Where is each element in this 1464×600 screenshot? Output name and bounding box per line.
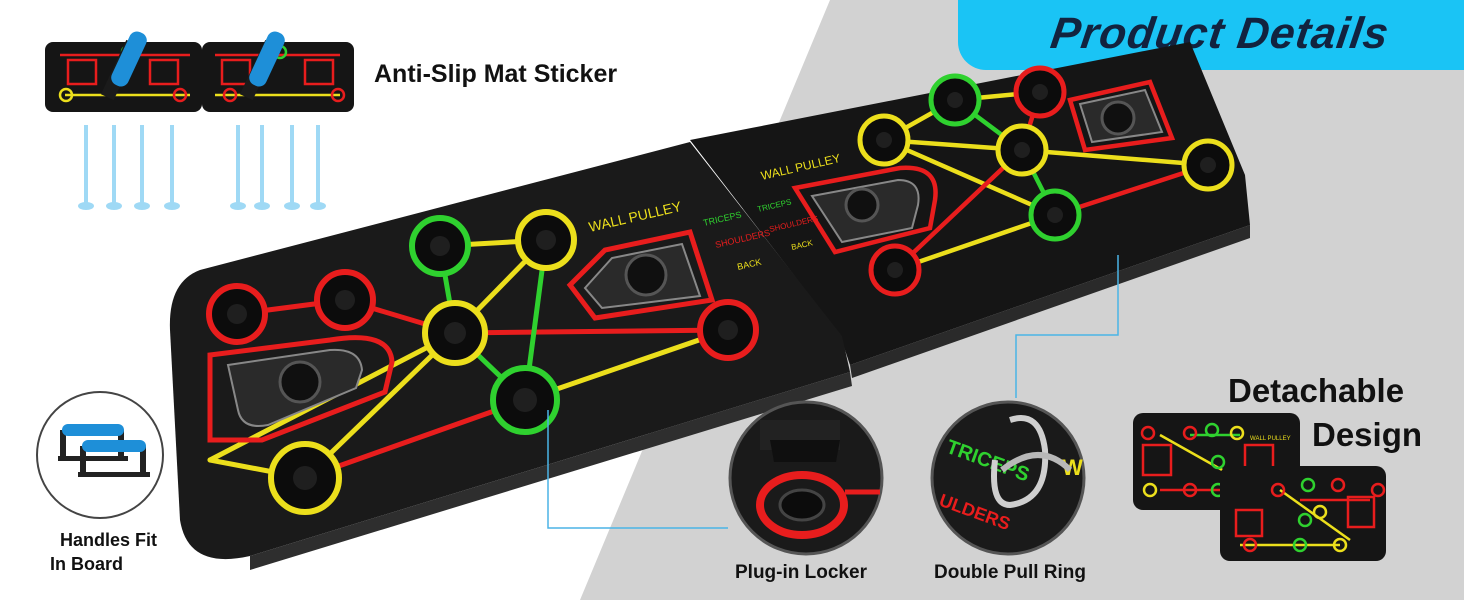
callout-lines xyxy=(547,255,1119,529)
anti-slip-suction-graphics xyxy=(78,125,326,210)
anti-slip-label: Anti-Slip Mat Sticker xyxy=(374,60,618,88)
detachable-label-line2: Design xyxy=(1312,416,1423,453)
product-details-banner xyxy=(958,0,1464,70)
mini-handle-right xyxy=(239,31,285,101)
svg-text:WALL PULLEY: WALL PULLEY xyxy=(1250,436,1291,442)
right-panel-hole-centers xyxy=(876,84,1216,278)
left-panel-hole-centers xyxy=(227,230,738,490)
plug-in-locker-label: Plug-in Locker xyxy=(735,562,867,583)
mini-handle-left xyxy=(100,31,147,101)
detach-board-front xyxy=(1220,466,1386,561)
detachable-label-line1: Detachable xyxy=(1228,372,1405,409)
handles-label-line2: In Board xyxy=(50,554,124,574)
handles-label-line1: Handles Fit xyxy=(60,530,158,550)
handle-icon-front xyxy=(78,440,150,477)
right-panel-pulley-plates xyxy=(810,88,1164,244)
left-panel-pulley-plates xyxy=(226,242,702,427)
svg-text:W: W xyxy=(1062,455,1083,480)
pull-ring-label: Double Pull Ring xyxy=(934,562,1086,583)
